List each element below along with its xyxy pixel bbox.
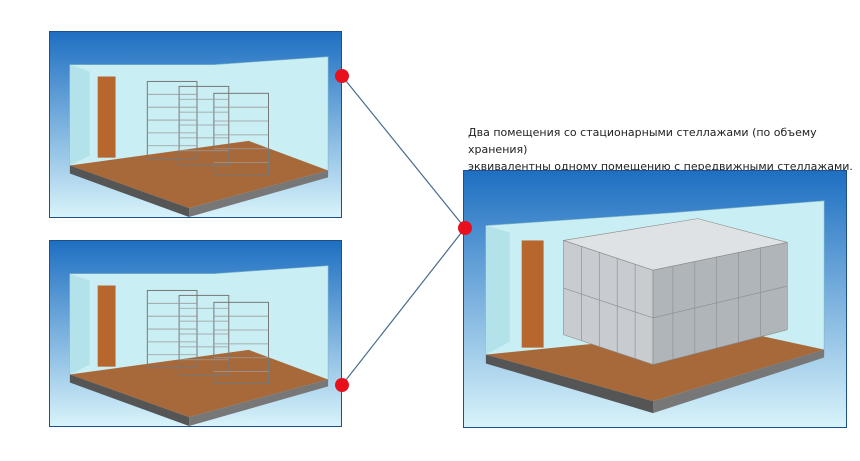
connector-dot-icon [458,221,472,235]
connector-dot-icon [335,378,349,392]
connector-dot-icon [335,69,349,83]
